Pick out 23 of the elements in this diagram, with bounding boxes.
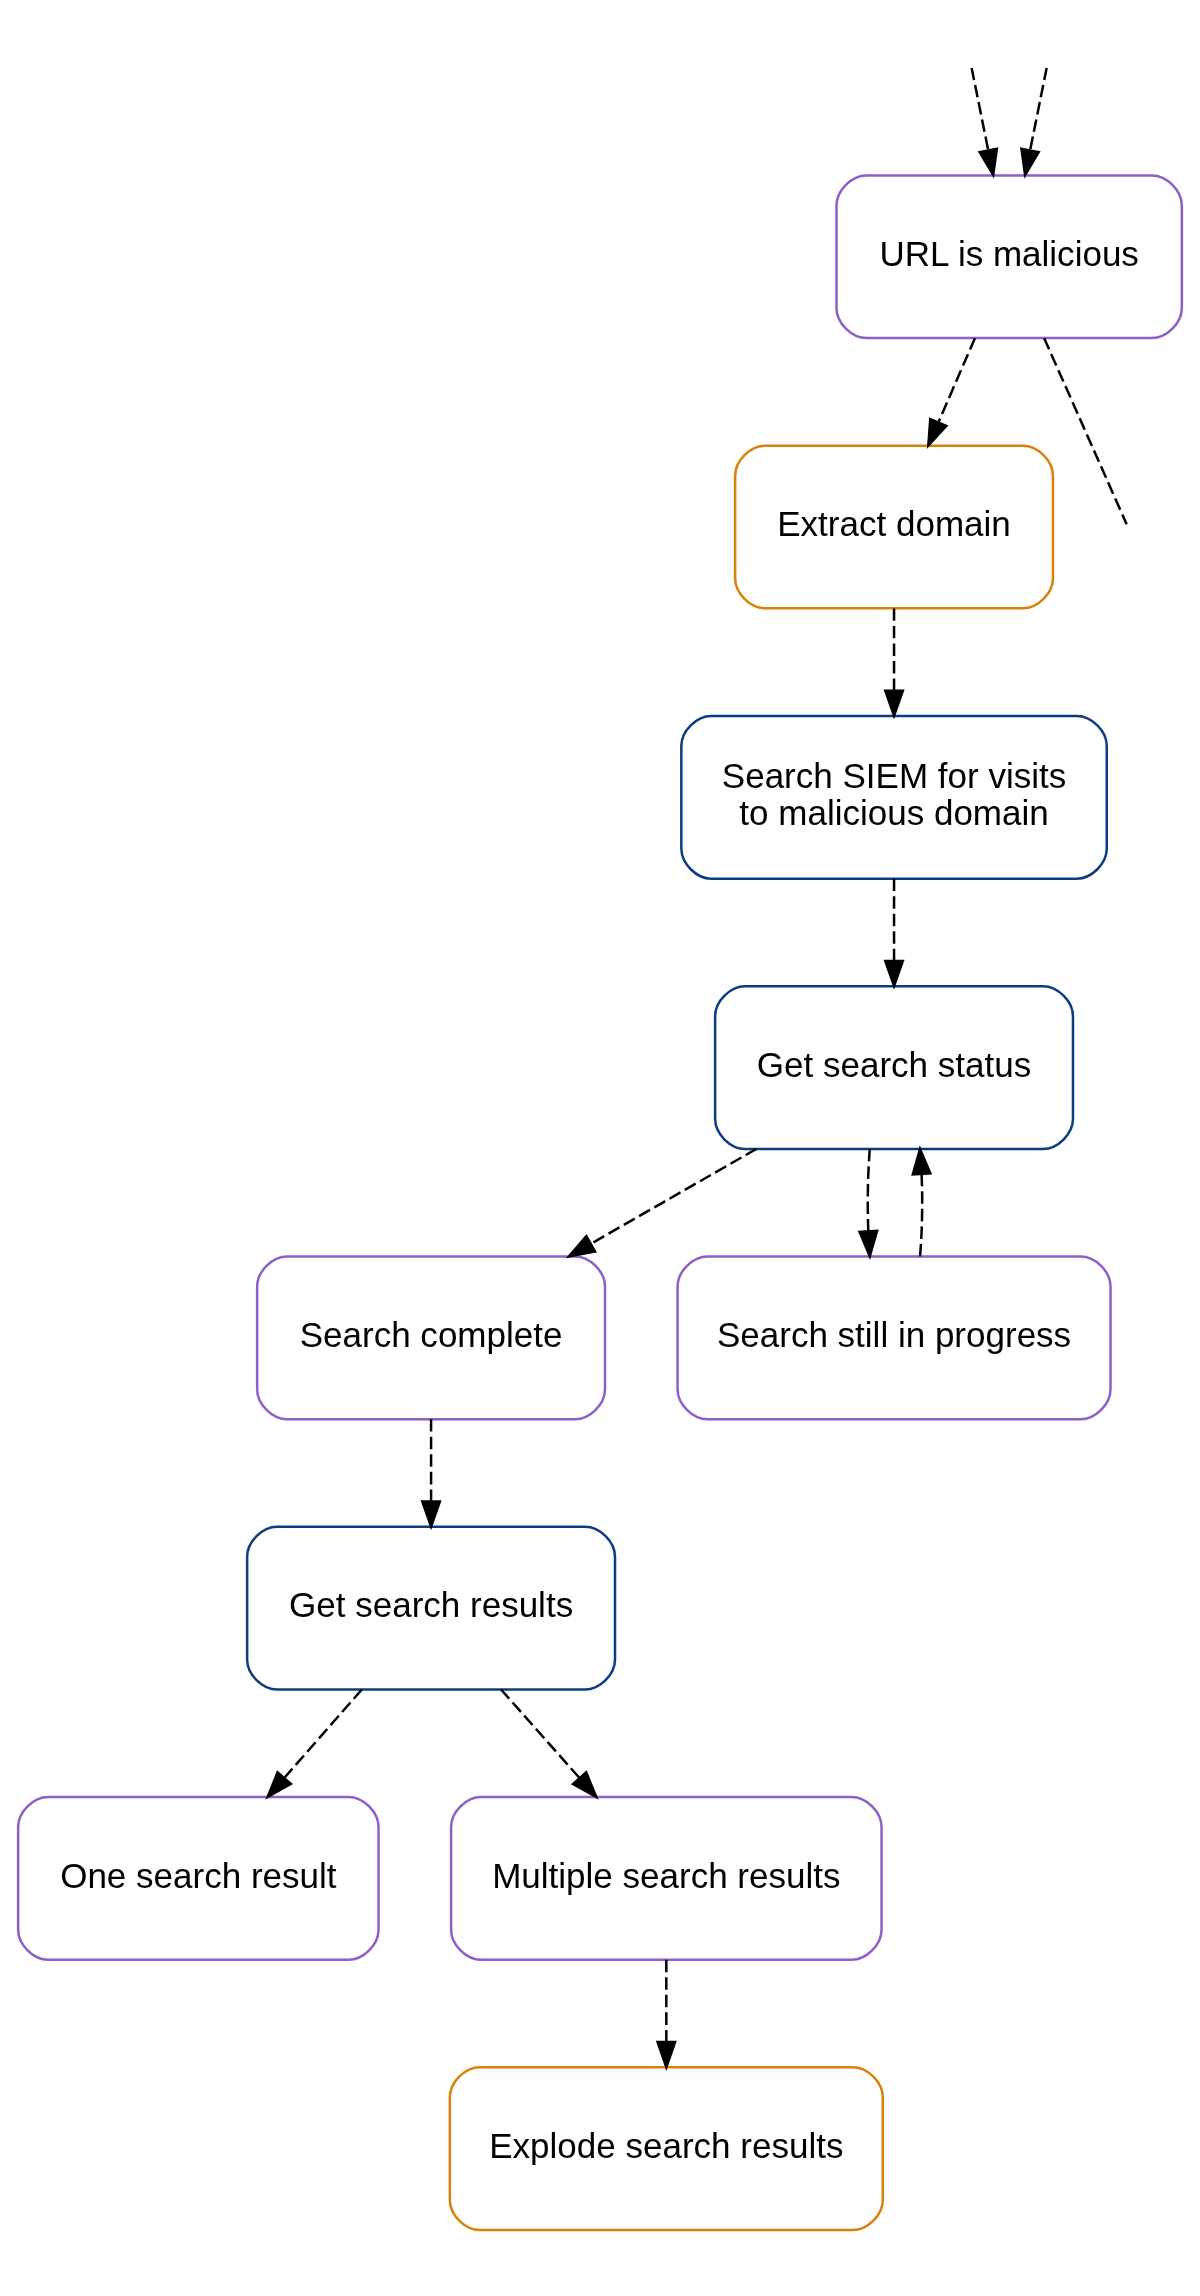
arrow xyxy=(265,1688,363,1800)
node-box: Get search results xyxy=(245,1525,617,1691)
node-box: URL is malicious xyxy=(835,174,1184,340)
arrow xyxy=(655,1959,677,2071)
node-box: Multiple search results xyxy=(449,1795,883,1961)
arrow xyxy=(911,1145,933,1257)
arrow xyxy=(565,1147,757,1259)
arrow xyxy=(1020,67,1048,179)
node-box: Explode search results xyxy=(448,2066,885,2232)
node-box: Get search status xyxy=(713,985,1075,1151)
arrow xyxy=(926,337,977,449)
node-box: Search complete xyxy=(255,1255,607,1421)
node-box: Search still in progress xyxy=(676,1255,1112,1421)
node-box: One search result xyxy=(16,1795,380,1961)
arrow xyxy=(883,608,905,720)
connector xyxy=(1042,337,1128,525)
node-box: Search SIEM for visits to malicious domain xyxy=(680,714,1108,880)
arrow xyxy=(857,1148,879,1261)
node-box: Extract domain xyxy=(733,444,1055,610)
arrow xyxy=(970,67,999,179)
arrow xyxy=(420,1419,442,1531)
arrow xyxy=(883,878,905,990)
arrow xyxy=(500,1688,599,1800)
